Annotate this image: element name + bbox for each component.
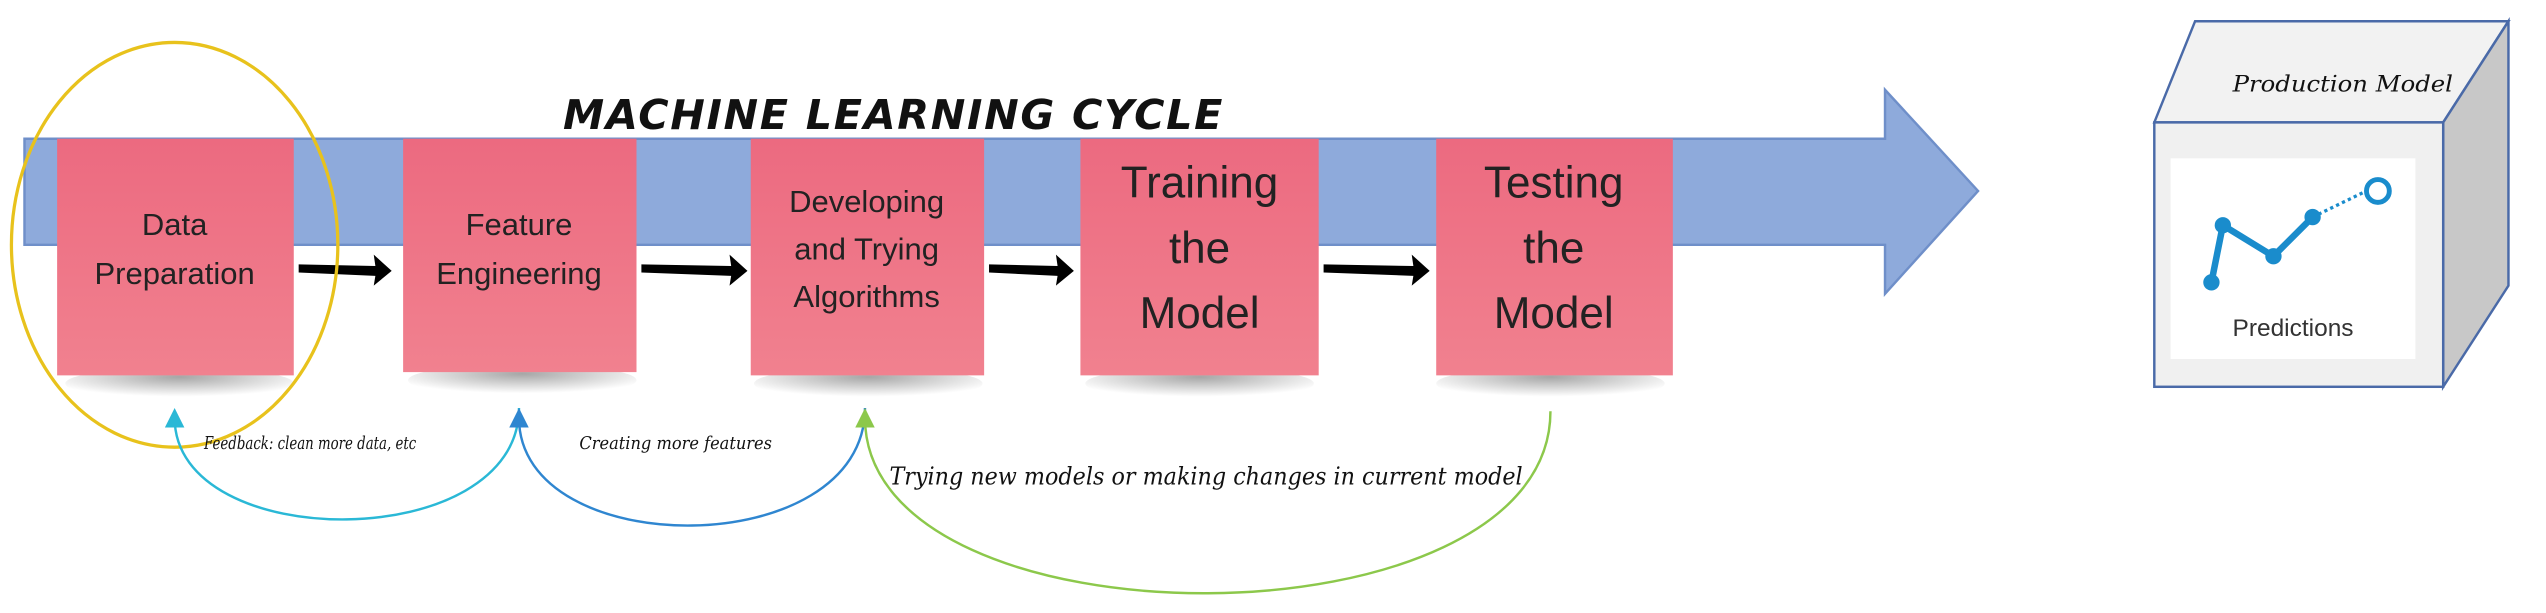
svg-text:Developing: Developing bbox=[789, 184, 944, 219]
svg-text:Feature: Feature bbox=[466, 207, 573, 242]
predictions-chart-icon bbox=[2203, 177, 2392, 291]
svg-text:Data: Data bbox=[142, 207, 208, 242]
step-training-model: Training the Model bbox=[1080, 138, 1319, 376]
production-model-label: Production Model bbox=[2232, 71, 2453, 97]
arrow-right-icon bbox=[298, 254, 392, 286]
svg-text:the: the bbox=[1523, 224, 1584, 273]
feedback-label-clean-data: Feedback: clean more data, etc bbox=[203, 433, 416, 454]
step-testing-model: Testing the Model bbox=[1436, 138, 1673, 376]
svg-text:Algorithms: Algorithms bbox=[793, 279, 939, 314]
predictions-label: Predictions bbox=[2233, 315, 2354, 342]
step-data-preparation: Data Preparation bbox=[57, 138, 294, 376]
arrow-right-icon bbox=[989, 254, 1074, 286]
feedback-arc-models bbox=[855, 408, 1552, 595]
arrow-right-icon bbox=[1323, 254, 1430, 286]
feedback-label-features: Creating more features bbox=[579, 433, 772, 454]
svg-text:Preparation: Preparation bbox=[94, 256, 254, 291]
svg-text:Engineering: Engineering bbox=[436, 256, 601, 291]
svg-text:Model: Model bbox=[1494, 289, 1614, 338]
svg-text:and Trying: and Trying bbox=[794, 231, 939, 266]
feedback-label-models: Trying new models or making changes in c… bbox=[889, 462, 1522, 491]
feedback-arc-clean-data bbox=[164, 408, 521, 521]
svg-text:Model: Model bbox=[1140, 289, 1260, 338]
step-developing-algorithms: Developing and Trying Algorithms bbox=[750, 138, 985, 376]
step-feature-engineering: Feature Engineering bbox=[403, 138, 637, 373]
svg-text:the: the bbox=[1169, 224, 1230, 273]
highlight-ellipse bbox=[9, 40, 340, 449]
production-model-cube: Production Model Predictions bbox=[2152, 17, 2511, 391]
feedback-arc-features bbox=[509, 408, 867, 527]
diagram-title: MACHINE LEARNING CYCLE bbox=[563, 91, 1224, 139]
svg-text:Training: Training bbox=[1121, 158, 1279, 207]
step-arrows bbox=[298, 254, 1430, 286]
arrow-right-icon bbox=[641, 254, 748, 286]
svg-text:Testing: Testing bbox=[1484, 158, 1624, 207]
